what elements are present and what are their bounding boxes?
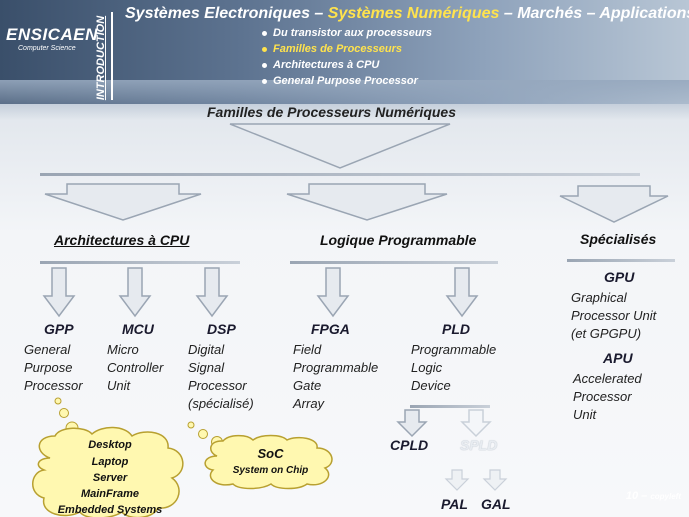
pld-desc-1: Programmable — [411, 342, 497, 357]
fpga-desc-4: Array — [293, 396, 325, 411]
connector-bar — [290, 261, 498, 264]
connector-bar — [40, 261, 240, 264]
down-arrow-icon — [44, 183, 202, 221]
item-dsp: DSP — [207, 321, 236, 337]
item-fpga: FPGA — [311, 321, 350, 337]
item-spld: SPLD — [460, 437, 498, 453]
pld-desc-3: Device — [411, 378, 451, 393]
cloud-mainframe: MainFrame — [80, 488, 140, 500]
section-divider — [111, 12, 113, 100]
category-cpu: Architectures à CPU — [54, 232, 190, 248]
down-arrow-icon — [444, 469, 470, 491]
item-pld: PLD — [442, 321, 470, 337]
mcu-desc-1: Micro — [107, 342, 139, 357]
down-arrow-icon — [559, 185, 669, 223]
logo-subtitle: Computer Science — [18, 45, 76, 52]
apu-desc-2: Processor — [573, 389, 632, 404]
down-arrow-icon — [316, 267, 350, 318]
dsp-desc-4: (spécialisé) — [188, 396, 254, 411]
menu-item-familles[interactable]: Familles de Processeurs — [262, 43, 402, 55]
apu-desc-1: Accelerated — [573, 371, 642, 386]
item-cpld: CPLD — [390, 437, 429, 453]
connector-bar — [567, 259, 675, 262]
gpu-desc-1: Graphical — [571, 290, 627, 305]
bullet-icon — [262, 46, 267, 52]
dsp-desc-3: Processor — [188, 378, 247, 393]
header-fade — [0, 80, 689, 120]
section-text: INTRODUCTION — [95, 15, 107, 101]
copyleft-tag: copyleft — [650, 492, 681, 501]
item-apu: APU — [603, 350, 633, 366]
cloud-laptop: Laptop — [91, 456, 129, 468]
down-arrow-icon — [118, 267, 152, 318]
page-number: 10 — [625, 490, 639, 502]
big-down-arrow-icon — [229, 123, 451, 169]
down-arrow-icon — [195, 267, 229, 318]
category-specialized: Spécialisés — [580, 231, 657, 247]
menu-item-transistor[interactable]: Du transistor aux processeurs — [262, 27, 432, 39]
connector-bar — [40, 173, 640, 176]
down-arrow-icon — [286, 183, 448, 221]
fpga-desc-3: Gate — [293, 378, 322, 393]
category-programmable-logic: Logique Programmable — [320, 232, 477, 248]
title-suffix: – Marchés – Applications — [499, 5, 689, 22]
slide-title: Systèmes Electroniques – Systèmes Numéri… — [125, 5, 689, 23]
fpga-desc-1: Field — [293, 342, 322, 357]
soc-title: SoC — [257, 446, 284, 461]
cloud-server: Server — [92, 472, 128, 484]
gpu-desc-3: (et GPGPU) — [571, 326, 642, 341]
item-mcu: MCU — [122, 321, 154, 337]
gpu-desc-2: Processor Unit — [571, 308, 657, 323]
fpga-desc-2: Programmable — [293, 360, 379, 375]
down-arrow-icon — [460, 409, 492, 438]
gpp-desc-1: General — [24, 342, 71, 357]
page-footer: 10 – copyleft — [625, 490, 681, 502]
bullet-icon — [262, 78, 267, 84]
menu-item-architectures[interactable]: Architectures à CPU — [262, 59, 379, 71]
item-gal: GAL — [481, 496, 511, 512]
pld-desc-2: Logic — [411, 360, 443, 375]
section-label: INTRODUCTION — [92, 12, 110, 104]
soc-subtitle: System on Chip — [232, 465, 309, 476]
down-arrow-icon — [445, 267, 479, 318]
menu-item-gpp[interactable]: General Purpose Processor — [262, 75, 418, 87]
soc-cloud-shape — [204, 434, 333, 490]
systems-cloud-shape — [32, 426, 184, 517]
dsp-desc-1: Digital — [188, 342, 225, 357]
logo: ENSICAEN — [6, 25, 98, 44]
title-prefix: Systèmes Electroniques – — [125, 5, 328, 22]
mcu-desc-3: Unit — [107, 378, 131, 393]
cloud-desktop: Desktop — [88, 439, 132, 451]
down-arrow-icon — [396, 409, 428, 438]
title-highlight: Systèmes Numériques — [327, 5, 500, 22]
gpp-desc-3: Processor — [24, 378, 83, 393]
item-gpp: GPP — [44, 321, 74, 337]
connector-bar — [410, 405, 490, 408]
dsp-desc-2: Signal — [188, 360, 225, 375]
gpp-desc-2: Purpose — [24, 360, 73, 375]
down-arrow-icon — [42, 267, 76, 318]
apu-desc-3: Unit — [573, 407, 597, 422]
bullet-icon — [262, 30, 267, 36]
bullet-icon — [262, 62, 267, 68]
mcu-desc-2: Controller — [107, 360, 164, 375]
item-gpu: GPU — [604, 269, 635, 285]
down-arrow-icon — [482, 469, 508, 491]
diagram-title: Familles de Processeurs Numériques — [207, 104, 456, 120]
cloud-embedded: Embedded Systems — [57, 504, 163, 516]
item-pal: PAL — [441, 496, 468, 512]
